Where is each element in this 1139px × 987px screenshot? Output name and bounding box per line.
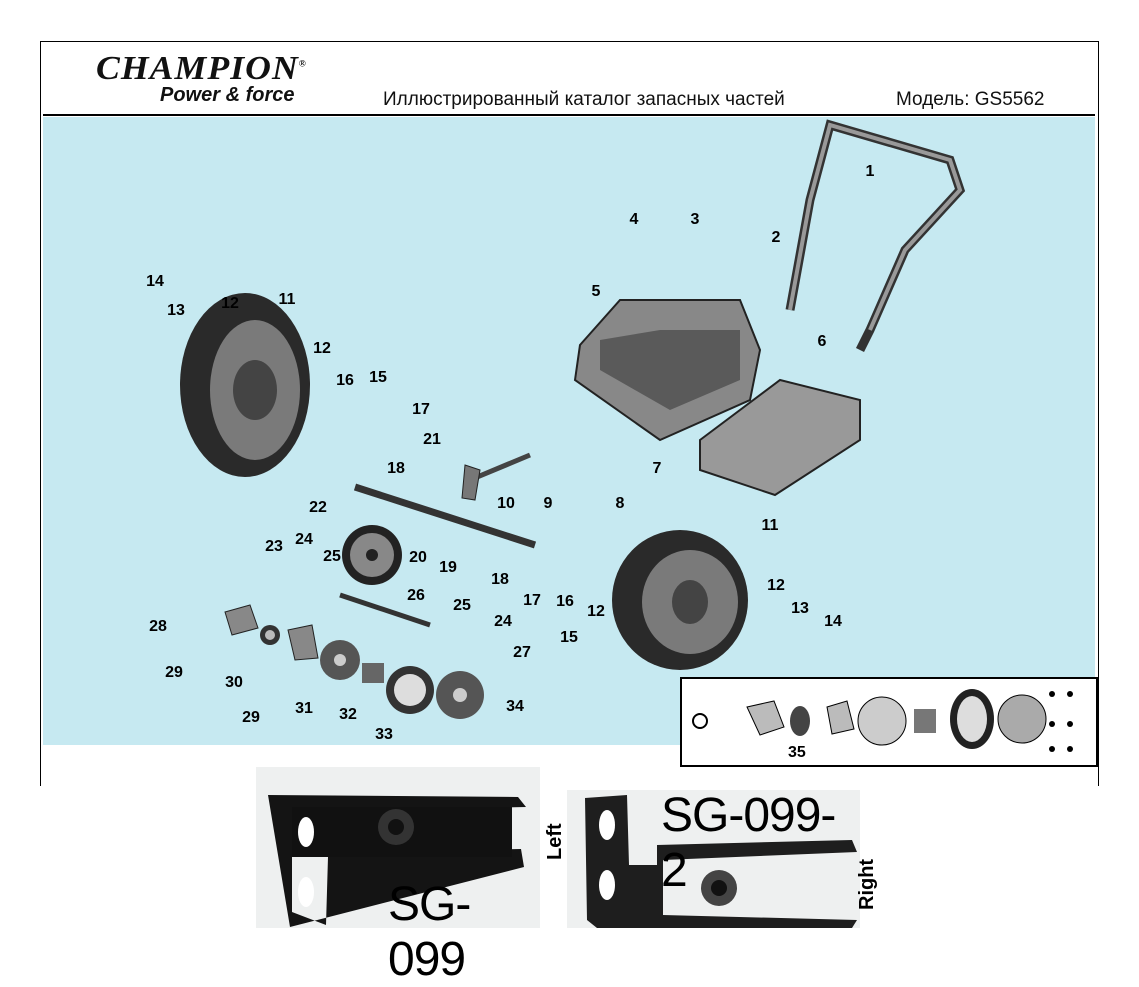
side-label-left: Left — [544, 823, 566, 860]
callout-24: 24 — [295, 531, 313, 548]
part-number-label: SG-099 — [388, 878, 471, 986]
callout-20: 20 — [409, 549, 427, 566]
callout-23: 23 — [265, 538, 283, 555]
callout-1: 1 — [866, 163, 875, 180]
callout-25: 25 — [453, 597, 471, 614]
callout-29: 29 — [165, 664, 183, 681]
photo-sg-099-2: SG-099-2 — [567, 789, 860, 928]
tray-part — [699, 378, 861, 497]
callout-29: 29 — [242, 709, 260, 726]
wheel-left — [180, 293, 310, 477]
callout-18: 18 — [491, 571, 509, 588]
page-frame — [40, 41, 1099, 786]
callout-22: 22 — [309, 499, 327, 516]
champion-logo: CHAMPION® — [96, 50, 307, 87]
axle-part — [353, 483, 537, 549]
callout-13: 13 — [791, 600, 809, 617]
callout-16: 16 — [556, 593, 574, 610]
gear-part — [342, 525, 402, 585]
callout-2: 2 — [772, 229, 781, 246]
callout-13: 13 — [167, 302, 185, 319]
callout-32: 32 — [339, 706, 357, 723]
callout-28: 28 — [149, 618, 167, 635]
photo-sg-099: SG-099 — [256, 767, 540, 986]
callout-10: 10 — [497, 495, 515, 512]
callout-33: 33 — [375, 726, 393, 743]
kit-label: 35 — [788, 744, 806, 761]
callout-9: 9 — [544, 495, 553, 512]
callout-15: 15 — [560, 629, 578, 646]
callout-24: 24 — [494, 613, 512, 630]
callout-5: 5 — [592, 283, 601, 300]
side-label-right: Right — [856, 858, 878, 910]
callout-16: 16 — [336, 372, 354, 389]
kit-drawing: 35 — [692, 689, 1073, 761]
catalog-title: Иллюстрированный каталог запасных частей — [383, 89, 785, 110]
bracket-left-image — [268, 795, 526, 927]
callout-12: 12 — [221, 295, 239, 312]
callout-7: 7 — [653, 460, 662, 477]
callout-17: 17 — [523, 592, 541, 609]
callout-12: 12 — [313, 340, 331, 357]
callout-11: 11 — [762, 517, 779, 534]
callout-15: 15 — [369, 369, 387, 386]
callout-3: 3 — [691, 211, 700, 228]
callout-14: 14 — [146, 273, 164, 290]
callout-6: 6 — [818, 333, 827, 350]
callout-26: 26 — [407, 587, 425, 604]
header-divider — [43, 114, 1095, 116]
shaft-part — [339, 592, 431, 628]
callout-19: 19 — [439, 559, 457, 576]
callout-31: 31 — [295, 700, 313, 717]
callout-30: 30 — [225, 674, 243, 691]
callout-21: 21 — [423, 431, 441, 448]
callout-18: 18 — [387, 460, 405, 477]
callout-34: 34 — [506, 698, 524, 715]
callout-27: 27 — [513, 644, 531, 661]
callout-8: 8 — [616, 495, 625, 512]
wheel-right — [612, 530, 748, 670]
callout-4: 4 — [630, 211, 639, 228]
bracket-right-image — [585, 795, 857, 928]
callout-17: 17 — [412, 401, 430, 418]
kit-inset: 35 — [680, 677, 1098, 767]
model-label: Модель: GS5562 — [896, 89, 1045, 110]
callout-12: 12 — [767, 577, 785, 594]
callout-11: 11 — [279, 291, 296, 308]
logo-tagline: Power & force — [160, 84, 295, 106]
part-number-label: SG-099-2 — [661, 789, 836, 897]
callout-12: 12 — [587, 603, 605, 620]
callout-14: 14 — [824, 613, 842, 630]
callout-25: 25 — [323, 548, 341, 565]
